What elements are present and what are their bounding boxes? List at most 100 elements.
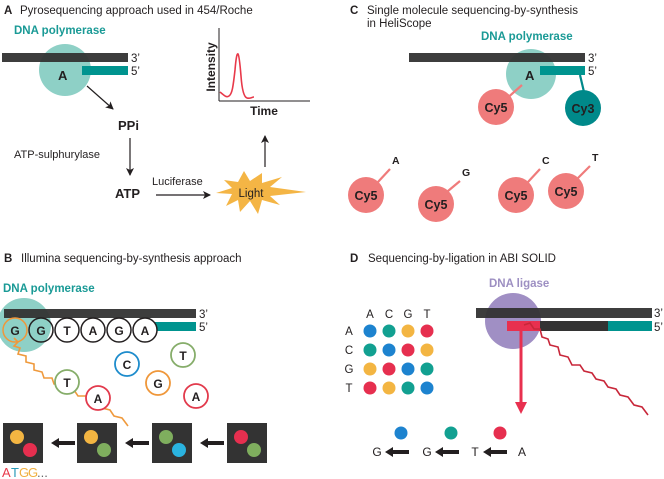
cy5-linker [447, 180, 461, 192]
free-nucleotides: C T T G A A [54, 342, 209, 411]
cluster-dot [159, 430, 173, 444]
primer-strand [152, 322, 196, 331]
incorporated-nucleotide-circle [132, 317, 158, 343]
atp-sulphurylase-label: ATP-sulphurylase [14, 149, 100, 161]
matrix-column-label: C [385, 309, 393, 321]
matrix-color-dot [363, 343, 377, 357]
matrix-color-dot [420, 343, 434, 357]
ppi-label: PPi [118, 118, 139, 133]
ligated-strand [539, 321, 608, 331]
nucleotide-a: A [58, 68, 68, 83]
readout-char: A [2, 465, 11, 479]
panel-b-letter: B [4, 253, 12, 265]
free-nucleotide-label: T [63, 376, 71, 390]
cluster-dot [10, 430, 24, 444]
incorporated-nucleotide-circle [106, 317, 132, 343]
free-nucleotide-circle [145, 370, 171, 396]
template-strand [4, 309, 196, 318]
decoded-base: G [372, 445, 381, 459]
panel-c: C Single molecule sequencing-by-synthesi… [348, 5, 601, 222]
template-strand [476, 308, 652, 318]
matrix-color-dot [401, 324, 415, 338]
panel-d-letter: D [350, 253, 358, 265]
decoded-color-dot [394, 426, 408, 440]
primer-strand [82, 66, 128, 75]
free-nucleotide-label: C [123, 358, 132, 372]
dna-polymerase-label: DNA polymerase [3, 283, 95, 295]
incorporated-nucleotide-label: G [114, 324, 123, 338]
cluster-dot [172, 443, 186, 457]
fluorescence-image-tile [3, 423, 43, 463]
matrix-column-label: A [366, 309, 374, 321]
nucleotide-label: A [392, 155, 400, 167]
matrix-color-dot [401, 381, 415, 395]
cluster-dot [234, 430, 248, 444]
fluorescence-image-tile [152, 423, 192, 463]
cluster-dot [97, 443, 111, 457]
atp-label: ATP [115, 186, 140, 201]
free-nucleotide-label: G [153, 377, 162, 391]
dna-ligase-label: DNA ligase [489, 278, 549, 290]
matrix-color-dot [382, 362, 396, 376]
cy5-label: Cy5 [505, 189, 528, 203]
panel-a-title: Pyrosequencing approach used in 454/Roch… [20, 5, 253, 17]
arrow-left-icon [435, 447, 459, 457]
cy5-linker [527, 168, 541, 183]
cluster-dot [84, 430, 98, 444]
arrow-left-icon [125, 438, 149, 448]
light-label: Light [239, 188, 265, 200]
incorporated-nucleotide-circle [80, 317, 106, 343]
free-nucleotide-label: T [179, 349, 187, 363]
matrix-color-dot [382, 343, 396, 357]
template-strand [2, 53, 128, 62]
probe-strand [507, 321, 540, 331]
nucleotide-label: T [592, 152, 599, 164]
cy5-dye [548, 173, 584, 209]
matrix-row-label: T [345, 383, 352, 395]
chart-y-label: Intensity [204, 42, 218, 92]
arrow-left-icon [51, 438, 75, 448]
panel-c-letter: C [350, 5, 358, 17]
free-nucleotide-label: A [192, 390, 201, 404]
label-5prime: 5’ [588, 66, 597, 78]
cy5-label: Cy5 [355, 189, 378, 203]
incorporated-nucleotide-circle [2, 317, 28, 343]
free-nucleotide-label: A [94, 392, 103, 406]
label-5prime: 5’ [654, 322, 663, 334]
decoded-base: T [471, 445, 479, 459]
matrix-color-dot [363, 324, 377, 338]
decoded-color-dot [493, 426, 507, 440]
fluorescence-images [3, 423, 267, 463]
free-nucleotide-circle [85, 385, 111, 411]
panel-d: D Sequencing-by-ligation in ABI SOLID DN… [345, 253, 663, 459]
arrow-left-icon [385, 447, 409, 457]
arrow-left-icon [483, 447, 507, 457]
matrix-row-label: C [345, 345, 353, 357]
matrix-row-label: A [345, 326, 353, 338]
readout-char: ... [37, 465, 48, 479]
intensity-chart: Intensity Time [204, 28, 310, 118]
matrix-color-dot [401, 343, 415, 357]
matrix-color-dot [363, 381, 377, 395]
incorporated-nucleotide-label: A [89, 324, 98, 338]
dna-polymerase-label: DNA polymerase [481, 31, 573, 43]
decoded-base: G [422, 445, 431, 459]
luciferase-label: Luciferase [152, 176, 203, 188]
fluorescence-image-tile [77, 423, 117, 463]
matrix-color-dot [420, 381, 434, 395]
incorporated-nucleotide-label: G [10, 324, 19, 338]
cy5-dye [348, 177, 384, 213]
free-nucleotide-circle [54, 369, 80, 395]
cy5-dye [498, 177, 534, 213]
incorporated-nucleotide-circle [28, 317, 54, 343]
panel-b-title: Illumina sequencing-by-synthesis approac… [21, 253, 242, 265]
matrix-column-label: G [404, 309, 413, 321]
intensity-peak-line [219, 53, 255, 100]
fluorescence-image-tile [227, 423, 267, 463]
cy3-label: Cy3 [572, 102, 595, 116]
nucleotide-label: G [462, 167, 470, 179]
cy5-label: Cy5 [555, 185, 578, 199]
